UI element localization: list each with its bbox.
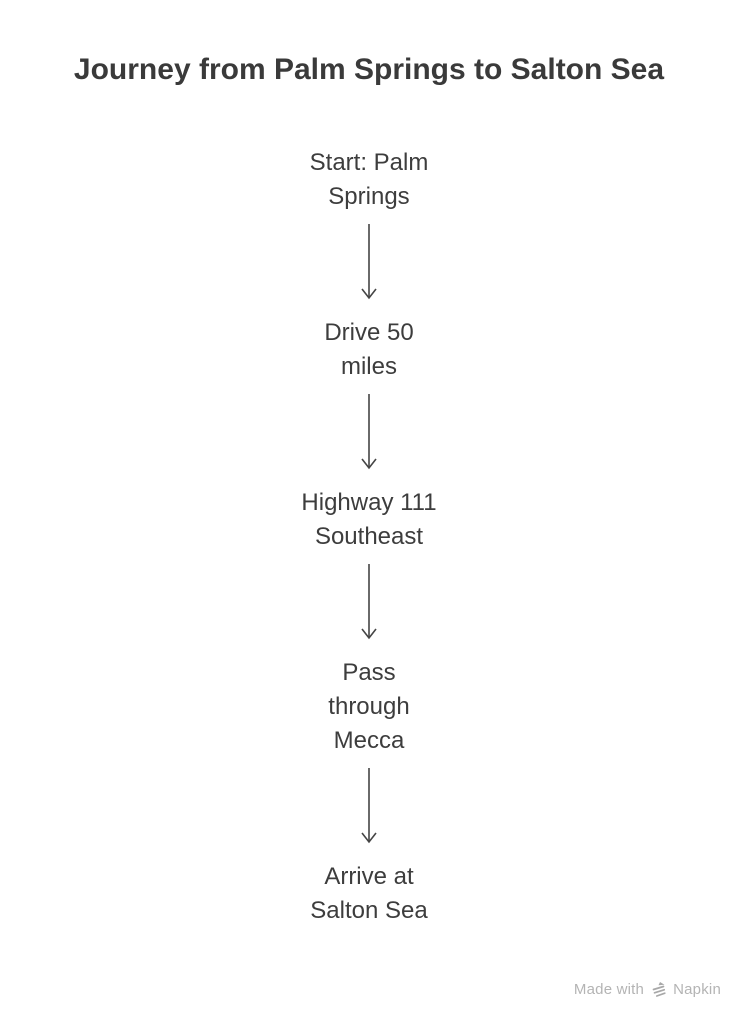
node-text-line: miles bbox=[340, 353, 397, 380]
watermark-prefix: Made with bbox=[573, 981, 645, 998]
node-text-line: through bbox=[328, 693, 410, 720]
down-arrow-connector bbox=[361, 394, 377, 470]
node-text-line: Pass bbox=[342, 659, 396, 686]
arrowhead-icon bbox=[361, 832, 377, 844]
node-text-line: Start: Palm bbox=[309, 149, 429, 176]
flowchart: Start: Palm Springs Drive 50 miles Highw… bbox=[0, 146, 738, 928]
node-text-line: Arrive at bbox=[324, 863, 414, 890]
down-arrow-connector bbox=[361, 224, 377, 300]
flow-node-arrive: Arrive at Salton Sea bbox=[310, 860, 427, 928]
arrowhead-icon bbox=[361, 628, 377, 640]
arrowhead-icon bbox=[361, 288, 377, 300]
flow-node-highway: Highway 111 Southeast bbox=[301, 486, 436, 554]
diagram-title: Journey from Palm Springs to Salton Sea bbox=[73, 53, 665, 86]
node-text-line: Highway 111 bbox=[301, 489, 437, 516]
arrowhead-icon bbox=[361, 458, 377, 470]
down-arrow-connector bbox=[361, 768, 377, 844]
made-with-napkin-watermark: Made with Napkin bbox=[574, 981, 721, 998]
down-arrow-connector bbox=[361, 564, 377, 640]
watermark-brand: Napkin bbox=[673, 981, 721, 998]
node-text-line: Drive 50 bbox=[324, 319, 414, 346]
flow-node-mecca: Pass through Mecca bbox=[328, 656, 409, 758]
flow-node-start: Start: Palm Springs bbox=[310, 146, 429, 214]
node-text-line: Salton Sea bbox=[310, 897, 428, 924]
node-text-line: Southeast bbox=[314, 523, 424, 550]
flow-node-drive: Drive 50 miles bbox=[324, 316, 413, 384]
napkin-logo-icon bbox=[652, 982, 666, 997]
node-text-line: Mecca bbox=[333, 727, 405, 754]
node-text-line: Springs bbox=[328, 183, 410, 210]
